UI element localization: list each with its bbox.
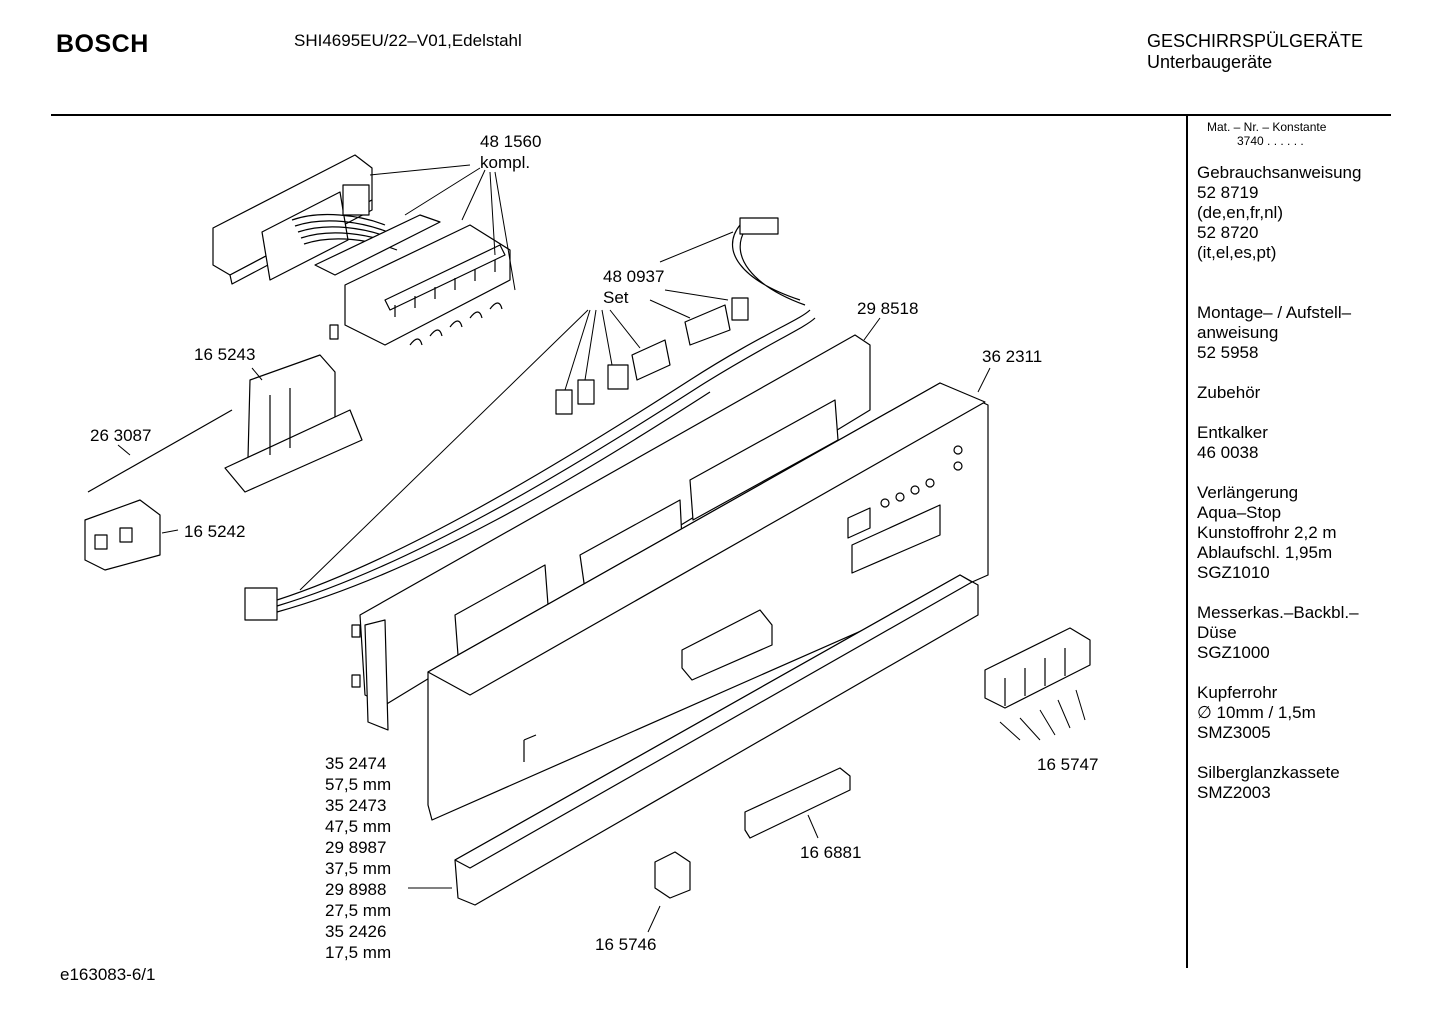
part-label-165747: 16 5747 bbox=[1037, 755, 1099, 774]
plinth-list-line: 17,5 mm bbox=[325, 943, 392, 962]
button-strip-drawing bbox=[984, 627, 1091, 709]
part-number: 48 0937 bbox=[603, 267, 665, 286]
plinth-list-line: 35 2473 bbox=[325, 796, 387, 815]
sidebar-line: anweisung bbox=[1197, 323, 1279, 342]
plinth-list-line: 29 8988 bbox=[325, 880, 387, 899]
sidebar-block-accessories: Zubehör bbox=[1197, 383, 1387, 403]
sidebar-block-nozzle: Messerkas.–Backbl.– Düse SGZ1000 bbox=[1197, 603, 1387, 663]
part-label-165746: 16 5746 bbox=[595, 935, 657, 954]
plinth-list-line: 57,5 mm bbox=[325, 775, 392, 794]
part-label-166881: 16 6881 bbox=[800, 843, 862, 862]
part-label-298518: 29 8518 bbox=[857, 299, 919, 318]
sidebar-line: Verlängerung bbox=[1197, 483, 1299, 502]
sidebar-line: (de,en,fr,nl) bbox=[1197, 203, 1283, 222]
relay-block-drawing bbox=[84, 499, 161, 571]
sensor-bracket-drawing bbox=[224, 354, 363, 493]
rod-263087-drawing bbox=[87, 409, 233, 493]
plinth-list-line: 29 8987 bbox=[325, 838, 387, 857]
sidebar-line: Montage– / Aufstell– bbox=[1197, 303, 1352, 322]
sidebar-line: (it,el,es,pt) bbox=[1197, 243, 1277, 262]
button-165746-drawing bbox=[654, 851, 691, 899]
category-line-1: GESCHIRRSPÜLGERÄTE bbox=[1147, 31, 1364, 51]
sidebar-line: 46 0038 bbox=[1197, 443, 1259, 462]
part-label-165243: 16 5243 bbox=[194, 345, 256, 364]
sidebar-line: Entkalker bbox=[1197, 423, 1268, 442]
plinth-list-line: 35 2474 bbox=[325, 754, 387, 773]
sidebar-line: Kupferrohr bbox=[1197, 683, 1278, 702]
sidebar-block-silver: Silberglanzkassete SMZ2003 bbox=[1197, 763, 1387, 803]
front-panel-drawing bbox=[427, 382, 989, 821]
sidebar-line: SGZ1000 bbox=[1197, 643, 1270, 662]
sidebar-line: Messerkas.–Backbl.– bbox=[1197, 603, 1359, 622]
sidebar-line: Kunstoffrohr 2,2 m bbox=[1197, 523, 1337, 542]
leader-lines bbox=[117, 164, 1086, 933]
part-label-165242: 16 5242 bbox=[184, 522, 246, 541]
sidebar-divider bbox=[1186, 116, 1188, 968]
sidebar-line: Zubehör bbox=[1197, 383, 1261, 402]
model-number: SHI4695EU/22–V01,Edelstahl bbox=[294, 31, 522, 50]
part-label-263087: 26 3087 bbox=[90, 426, 152, 445]
sidebar-line: SMZ3005 bbox=[1197, 723, 1271, 742]
part-label-362311: 36 2311 bbox=[982, 347, 1043, 366]
sidebar-line: Düse bbox=[1197, 623, 1237, 642]
sidebar-line: Gebrauchsanweisung bbox=[1197, 163, 1362, 182]
plinth-strip-drawing bbox=[454, 574, 979, 906]
part-note: Set bbox=[603, 288, 629, 307]
sidebar-line: 52 8719 bbox=[1197, 183, 1259, 202]
handle-166881-drawing bbox=[744, 767, 851, 839]
part-label-481560: 48 1560 kompl. bbox=[480, 131, 541, 173]
part-note: kompl. bbox=[480, 153, 531, 172]
cable-harness-drawing bbox=[244, 217, 816, 621]
diagram-id: e163083-6/1 bbox=[60, 965, 156, 984]
sidebar-line: SMZ2003 bbox=[1197, 783, 1271, 802]
brand-logo: BOSCH bbox=[56, 30, 149, 58]
header-divider bbox=[51, 114, 1391, 116]
sidebar-line: 52 8720 bbox=[1197, 223, 1259, 242]
plinth-list-line: 35 2426 bbox=[325, 922, 387, 941]
plinth-list-line: 47,5 mm bbox=[325, 817, 392, 836]
sidebar-line: ∅ 10mm / 1,5m bbox=[1197, 703, 1316, 722]
plinth-part-list: 35 2474 57,5 mm 35 2473 47,5 mm 29 8987 … bbox=[325, 753, 391, 963]
sidebar-block-descaler: Entkalker 46 0038 bbox=[1197, 423, 1387, 463]
part-number: 48 1560 bbox=[480, 132, 542, 151]
sidebar-line: Silberglanzkassete bbox=[1197, 763, 1340, 782]
sidebar-block-copper: Kupferrohr ∅ 10mm / 1,5m SMZ3005 bbox=[1197, 683, 1387, 743]
accessories-sidebar: Mat. – Nr. – Konstante 3740 . . . . . . … bbox=[1197, 120, 1387, 823]
control-module-drawing bbox=[212, 154, 511, 346]
exploded-view-drawing bbox=[84, 154, 1091, 933]
sidebar-block-installation: Montage– / Aufstell– anweisung 52 5958 bbox=[1197, 303, 1387, 363]
sidebar-line: Ablaufschl. 1,95m bbox=[1197, 543, 1333, 562]
sidebar-line: SGZ1010 bbox=[1197, 563, 1270, 582]
category-line-2: Unterbaugeräte bbox=[1147, 52, 1273, 72]
part-label-480937: 48 0937 Set bbox=[603, 266, 664, 308]
plinth-list-line: 27,5 mm bbox=[325, 901, 392, 920]
mat-number-value: 3740 . . . . . . bbox=[1237, 134, 1304, 148]
sidebar-block-manual: Gebrauchsanweisung 52 8719 (de,en,fr,nl)… bbox=[1197, 163, 1387, 263]
sidebar-line: 52 5958 bbox=[1197, 343, 1259, 362]
mat-number-label: Mat. – Nr. – Konstante bbox=[1207, 120, 1327, 134]
product-category: GESCHIRRSPÜLGERÄTE Unterbaugeräte bbox=[1147, 31, 1363, 73]
sidebar-line: Aqua–Stop bbox=[1197, 503, 1282, 522]
sidebar-block-extension: Verlängerung Aqua–Stop Kunstoffrohr 2,2 … bbox=[1197, 483, 1387, 583]
plinth-list-line: 37,5 mm bbox=[325, 859, 392, 878]
